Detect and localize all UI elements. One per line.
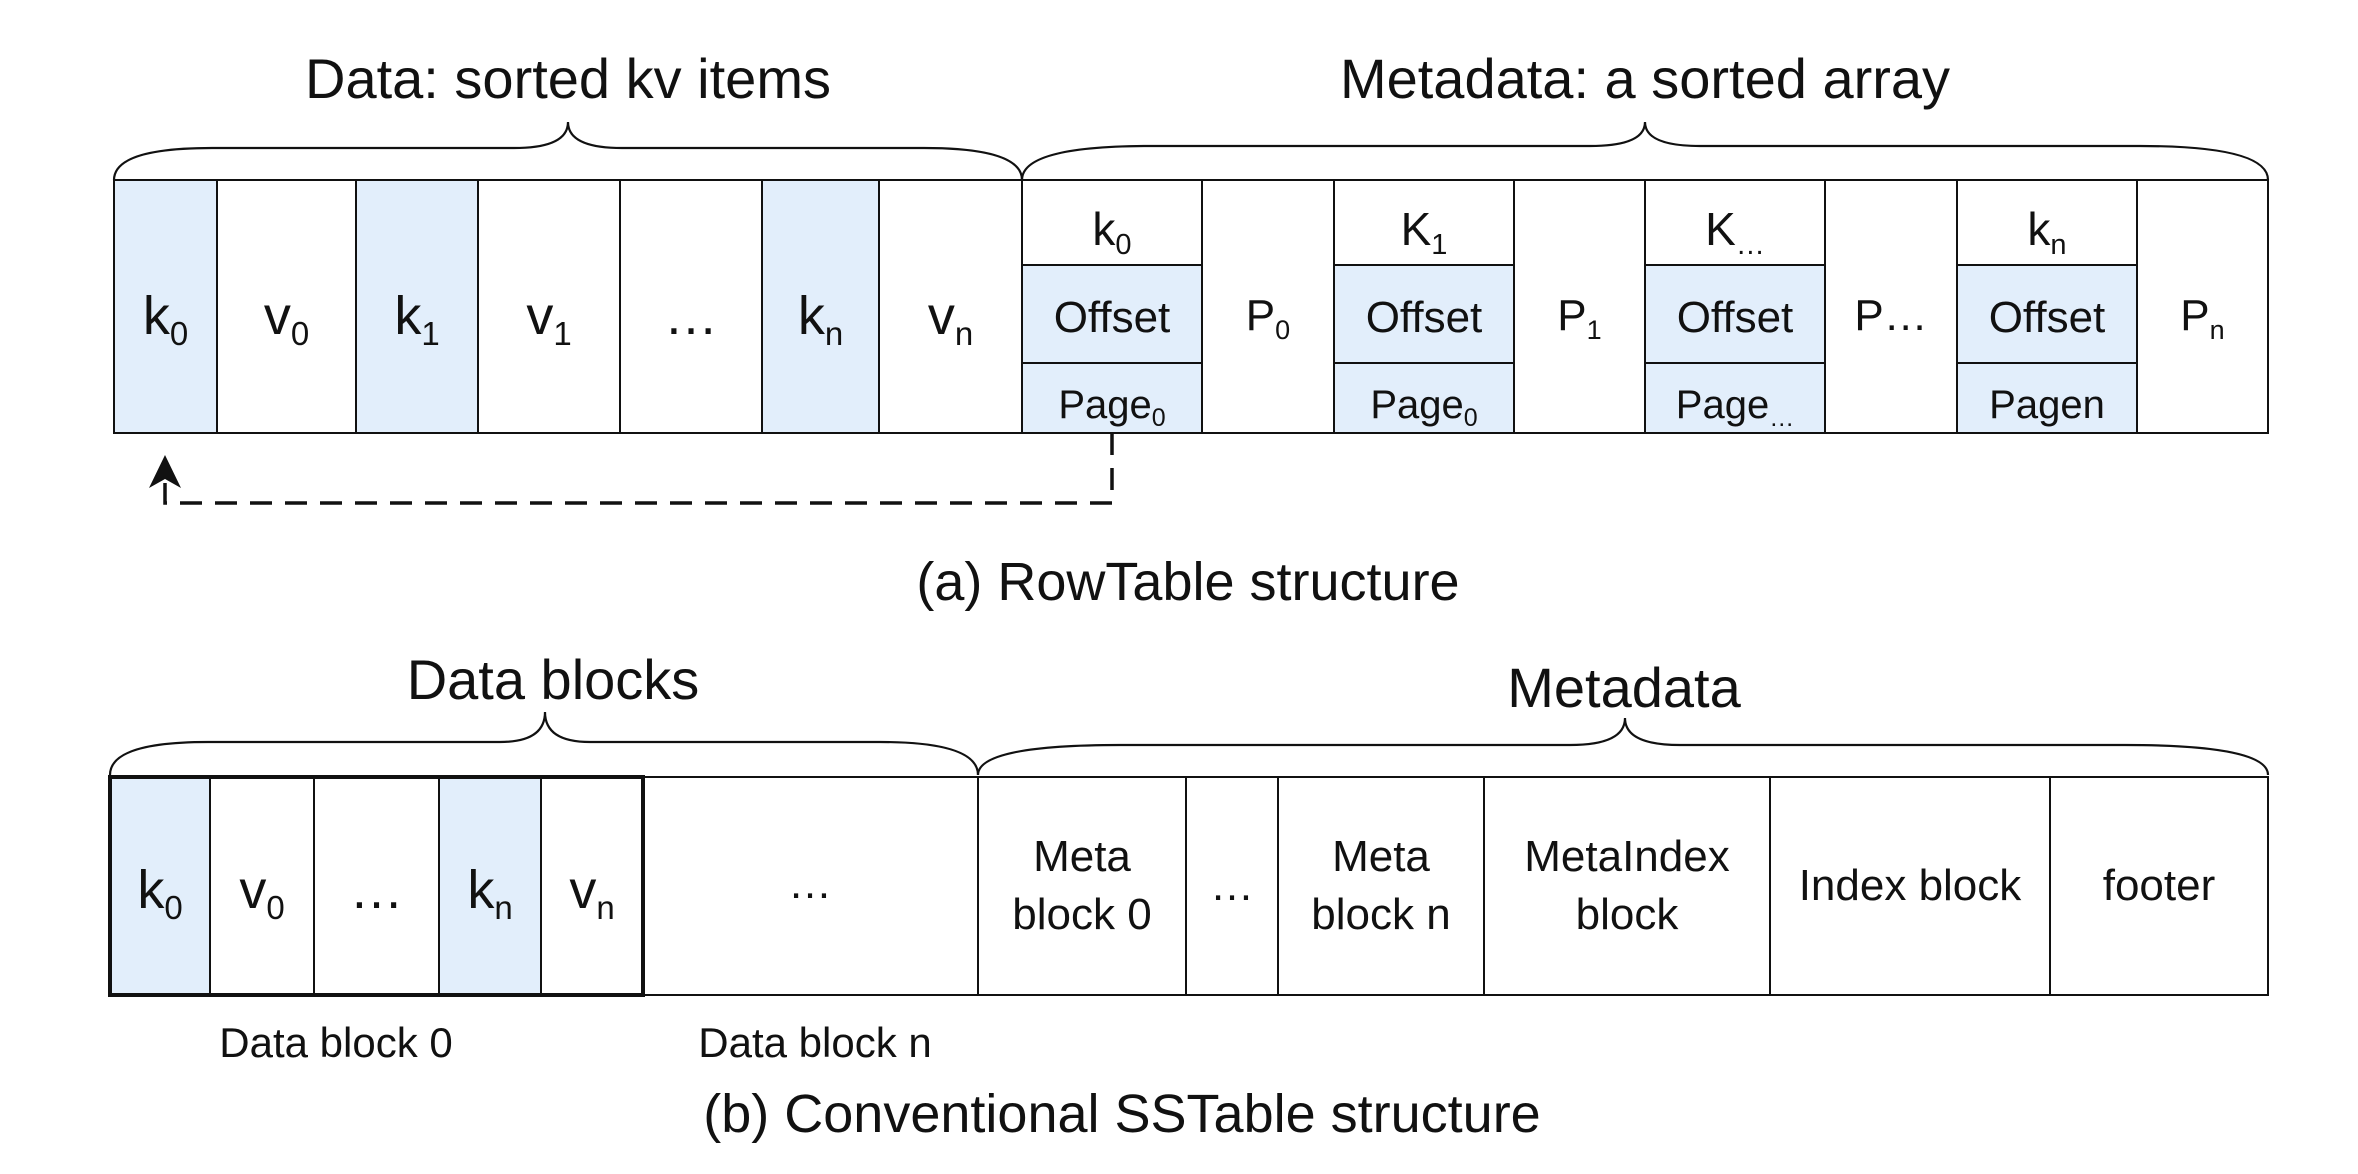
rowtable-cell-4 [619,179,763,434]
sstable-block0-cell-0 [109,776,211,996]
meta-page-0: Page0 [1058,383,1165,432]
meta-page-cell-1 [1333,362,1515,434]
meta-key-cell-1 [1333,179,1515,266]
rowtable-cell-label-4: … [664,286,718,346]
rowtable-cell-label-0: k0 [143,286,188,352]
meta-offset-3: Offset [1989,293,2106,342]
meta-pointer-cell-2 [1824,179,1958,434]
sstable-meta-text-3-1: block [1576,890,1680,939]
meta-key-1: K1 [1401,203,1448,261]
rowtable-caption: (a) RowTable structure [916,552,1459,612]
rowtable-data-label: Data: sorted kv items [305,47,831,110]
sstable-meta-cell-0 [977,776,1187,996]
arrow-head [149,455,181,488]
sstable-meta-text-5-0: footer [2103,861,2216,910]
rowtable-metadata-label: Metadata: a sorted array [1340,47,1950,110]
rowtable-cell-label-1: v0 [264,286,309,352]
rowtable-cell-0 [113,179,218,434]
sstable-meta-cell-2 [1277,776,1485,996]
rowtable-cell-label-2: k1 [394,286,439,352]
rowtable-cell-label-6: vn [928,286,973,352]
sstable-metadata-cells: Meta block 0 … Meta block n MetaIndex block Ind… [977,776,2269,996]
sstable-block0-cell-1 [209,776,315,996]
sstable-meta-cell-4 [1769,776,2051,996]
meta-key-cell-2 [1644,179,1826,266]
sstable-meta-text-2-0: Meta [1332,832,1430,881]
meta-page-1: Page0 [1370,383,1477,432]
sstable-meta-cell-3 [1483,776,1771,996]
sstable-block0-label-4: vn [569,860,614,926]
sstable-metadata-label: Metadata [1507,656,1741,719]
meta-offset-1: Offset [1366,293,1483,342]
rowtable-data-cells: k0 v0 k1 v1 … kn vn [113,179,1023,434]
meta-pointer-1: P1 [1557,291,1601,345]
meta-page-3: Pagen [1989,383,2105,427]
meta-key-0: k0 [1092,203,1131,261]
rowtable-metadata-brace [1020,121,2270,181]
sstable-data-block-n [642,776,979,996]
sstable-meta-text-2-1: block n [1311,890,1450,939]
sstable-meta-text-0-0: Meta [1033,832,1131,881]
sstable-meta-text-3-0: MetaIndex [1524,832,1729,881]
meta-offset-cell-1 [1333,264,1515,364]
rowtable-cell-6 [878,179,1023,434]
sstable-meta-text-4-0: Index block [1799,861,2023,910]
meta-pointer-3: Pn [2180,291,2224,345]
rowtable-cell-label-5: kn [798,286,843,352]
sstable-data-blocks-outline [108,775,645,997]
sstable-block0-label-0: k0 [137,860,182,926]
meta-key-cell-0 [1021,179,1203,266]
sstable-meta-text-1-0: … [1210,861,1254,910]
sstable-data-label: Data blocks [407,648,700,711]
page-pointer-arrow [163,433,1114,505]
sstable-meta-cell-1 [1185,776,1279,996]
meta-page-2: Page… [1676,383,1794,432]
meta-offset-2: Offset [1677,293,1794,342]
sstable-block0-label-2: … [350,860,404,920]
meta-offset-cell-0 [1021,264,1203,364]
sstable-meta-cell-5 [2049,776,2269,996]
meta-page-cell-2 [1644,362,1826,434]
sstable-data-block-n-ellipsis: … [788,859,832,908]
sstable-block0-label-1: v0 [239,860,284,926]
sstable-blockn-label: Data block n [698,1019,931,1066]
rowtable-cell-2 [355,179,479,434]
meta-key-2: K… [1705,203,1765,261]
sstable-metadata-brace [976,717,2270,776]
meta-page-cell-3 [1956,362,2138,434]
sstable-block0-label: Data block 0 [219,1019,452,1066]
sstable-block0-label-3: kn [467,860,512,926]
meta-pointer-0: P0 [1246,291,1290,345]
sstable-block0-cell-4 [540,776,644,996]
meta-page-cell-0 [1021,362,1203,434]
rowtable-cell-label-3: v1 [526,286,571,352]
meta-key-3: kn [2027,203,2066,261]
meta-offset-cell-3 [1956,264,2138,364]
rowtable-data-brace [112,121,1024,181]
rowtable-cell-5 [761,179,880,434]
sstable-data-brace [108,711,980,776]
sstable-block0-cell-2 [313,776,440,996]
meta-offset-0: Offset [1054,293,1171,342]
meta-pointer-cell-3 [2136,179,2269,434]
sstable-meta-text-0-1: block 0 [1012,890,1151,939]
sstable-caption: (b) Conventional SSTable structure [703,1084,1540,1144]
meta-pointer-cell-1 [1513,179,1646,434]
meta-pointer-2: P… [1854,291,1927,340]
meta-pointer-cell-0 [1201,179,1335,434]
